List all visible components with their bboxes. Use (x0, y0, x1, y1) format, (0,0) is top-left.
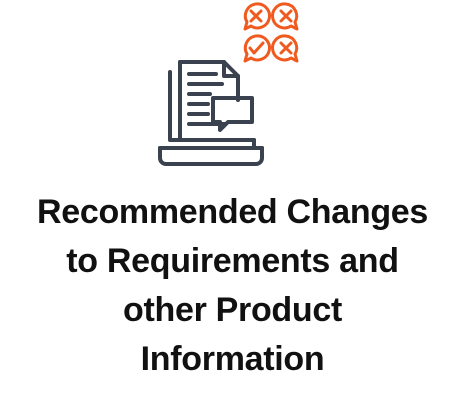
reject-bubble-icon (271, 34, 299, 63)
reject-bubble-icon (271, 2, 299, 31)
caption-title: Recommended Changes to Requirements and … (0, 188, 465, 384)
laptop-document-icon (158, 2, 299, 166)
caption-line: to Requirements and (66, 242, 399, 280)
illustration (150, 0, 320, 180)
laptop-icon (158, 60, 264, 166)
reject-bubble-icon (243, 2, 271, 31)
caption-line: Recommended Changes (36, 193, 429, 231)
caption-line: Information (140, 340, 325, 378)
caption-line: other Product (123, 291, 342, 329)
approve-bubble-icon (243, 34, 271, 63)
